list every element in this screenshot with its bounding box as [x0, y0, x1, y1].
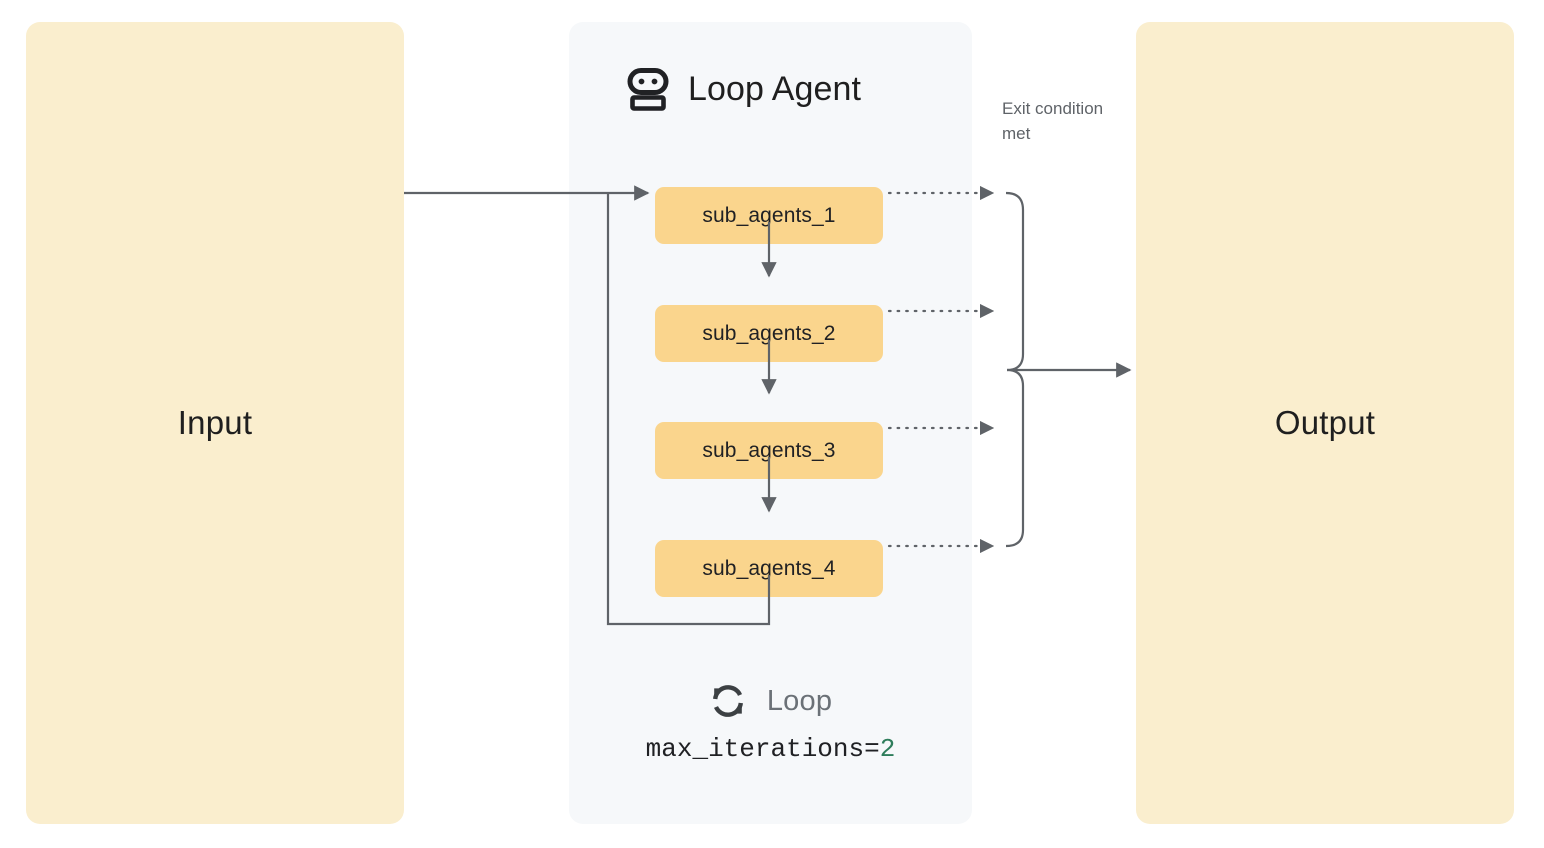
loop-footer: Loop max_iterations=2: [569, 682, 972, 765]
loop-label: Loop: [766, 684, 833, 717]
sub-agent-label: sub_agents_1: [702, 203, 836, 227]
exit-condition-label: Exit condition met: [1002, 99, 1104, 143]
output-panel: Output: [1136, 22, 1514, 824]
sub-agent-box[interactable]: sub_agents_1: [655, 187, 883, 244]
sub-agent-box[interactable]: sub_agents_4: [655, 540, 883, 597]
robot-icon: [626, 67, 670, 111]
sub-agent-box[interactable]: sub_agents_2: [655, 305, 883, 362]
loop-footer-row: Loop: [569, 682, 972, 720]
loop-agent-header: Loop Agent: [626, 67, 861, 111]
max-iterations-key: max_iterations=: [645, 734, 880, 764]
sub-agent-label: sub_agents_4: [702, 556, 836, 580]
loop-agent-panel: Loop Agent sub_agents_1 sub_agents_2 sub…: [569, 22, 972, 824]
connector-exit-merge-bottom: [1005, 368, 1025, 548]
sync-loop-icon: [709, 682, 747, 720]
sub-agent-label: sub_agents_3: [702, 438, 836, 462]
input-panel: Input: [26, 22, 404, 824]
max-iterations-value: 2: [879, 734, 896, 764]
sub-agent-box[interactable]: sub_agents_3: [655, 422, 883, 479]
input-panel-label: Input: [177, 404, 253, 441]
sub-agent-label: sub_agents_2: [702, 321, 836, 345]
max-iterations-text: max_iterations=2: [569, 734, 972, 764]
connector-exit-merge-top: [1005, 191, 1025, 372]
output-panel-label: Output: [1274, 404, 1376, 441]
loop-agent-title: Loop Agent: [688, 70, 862, 108]
